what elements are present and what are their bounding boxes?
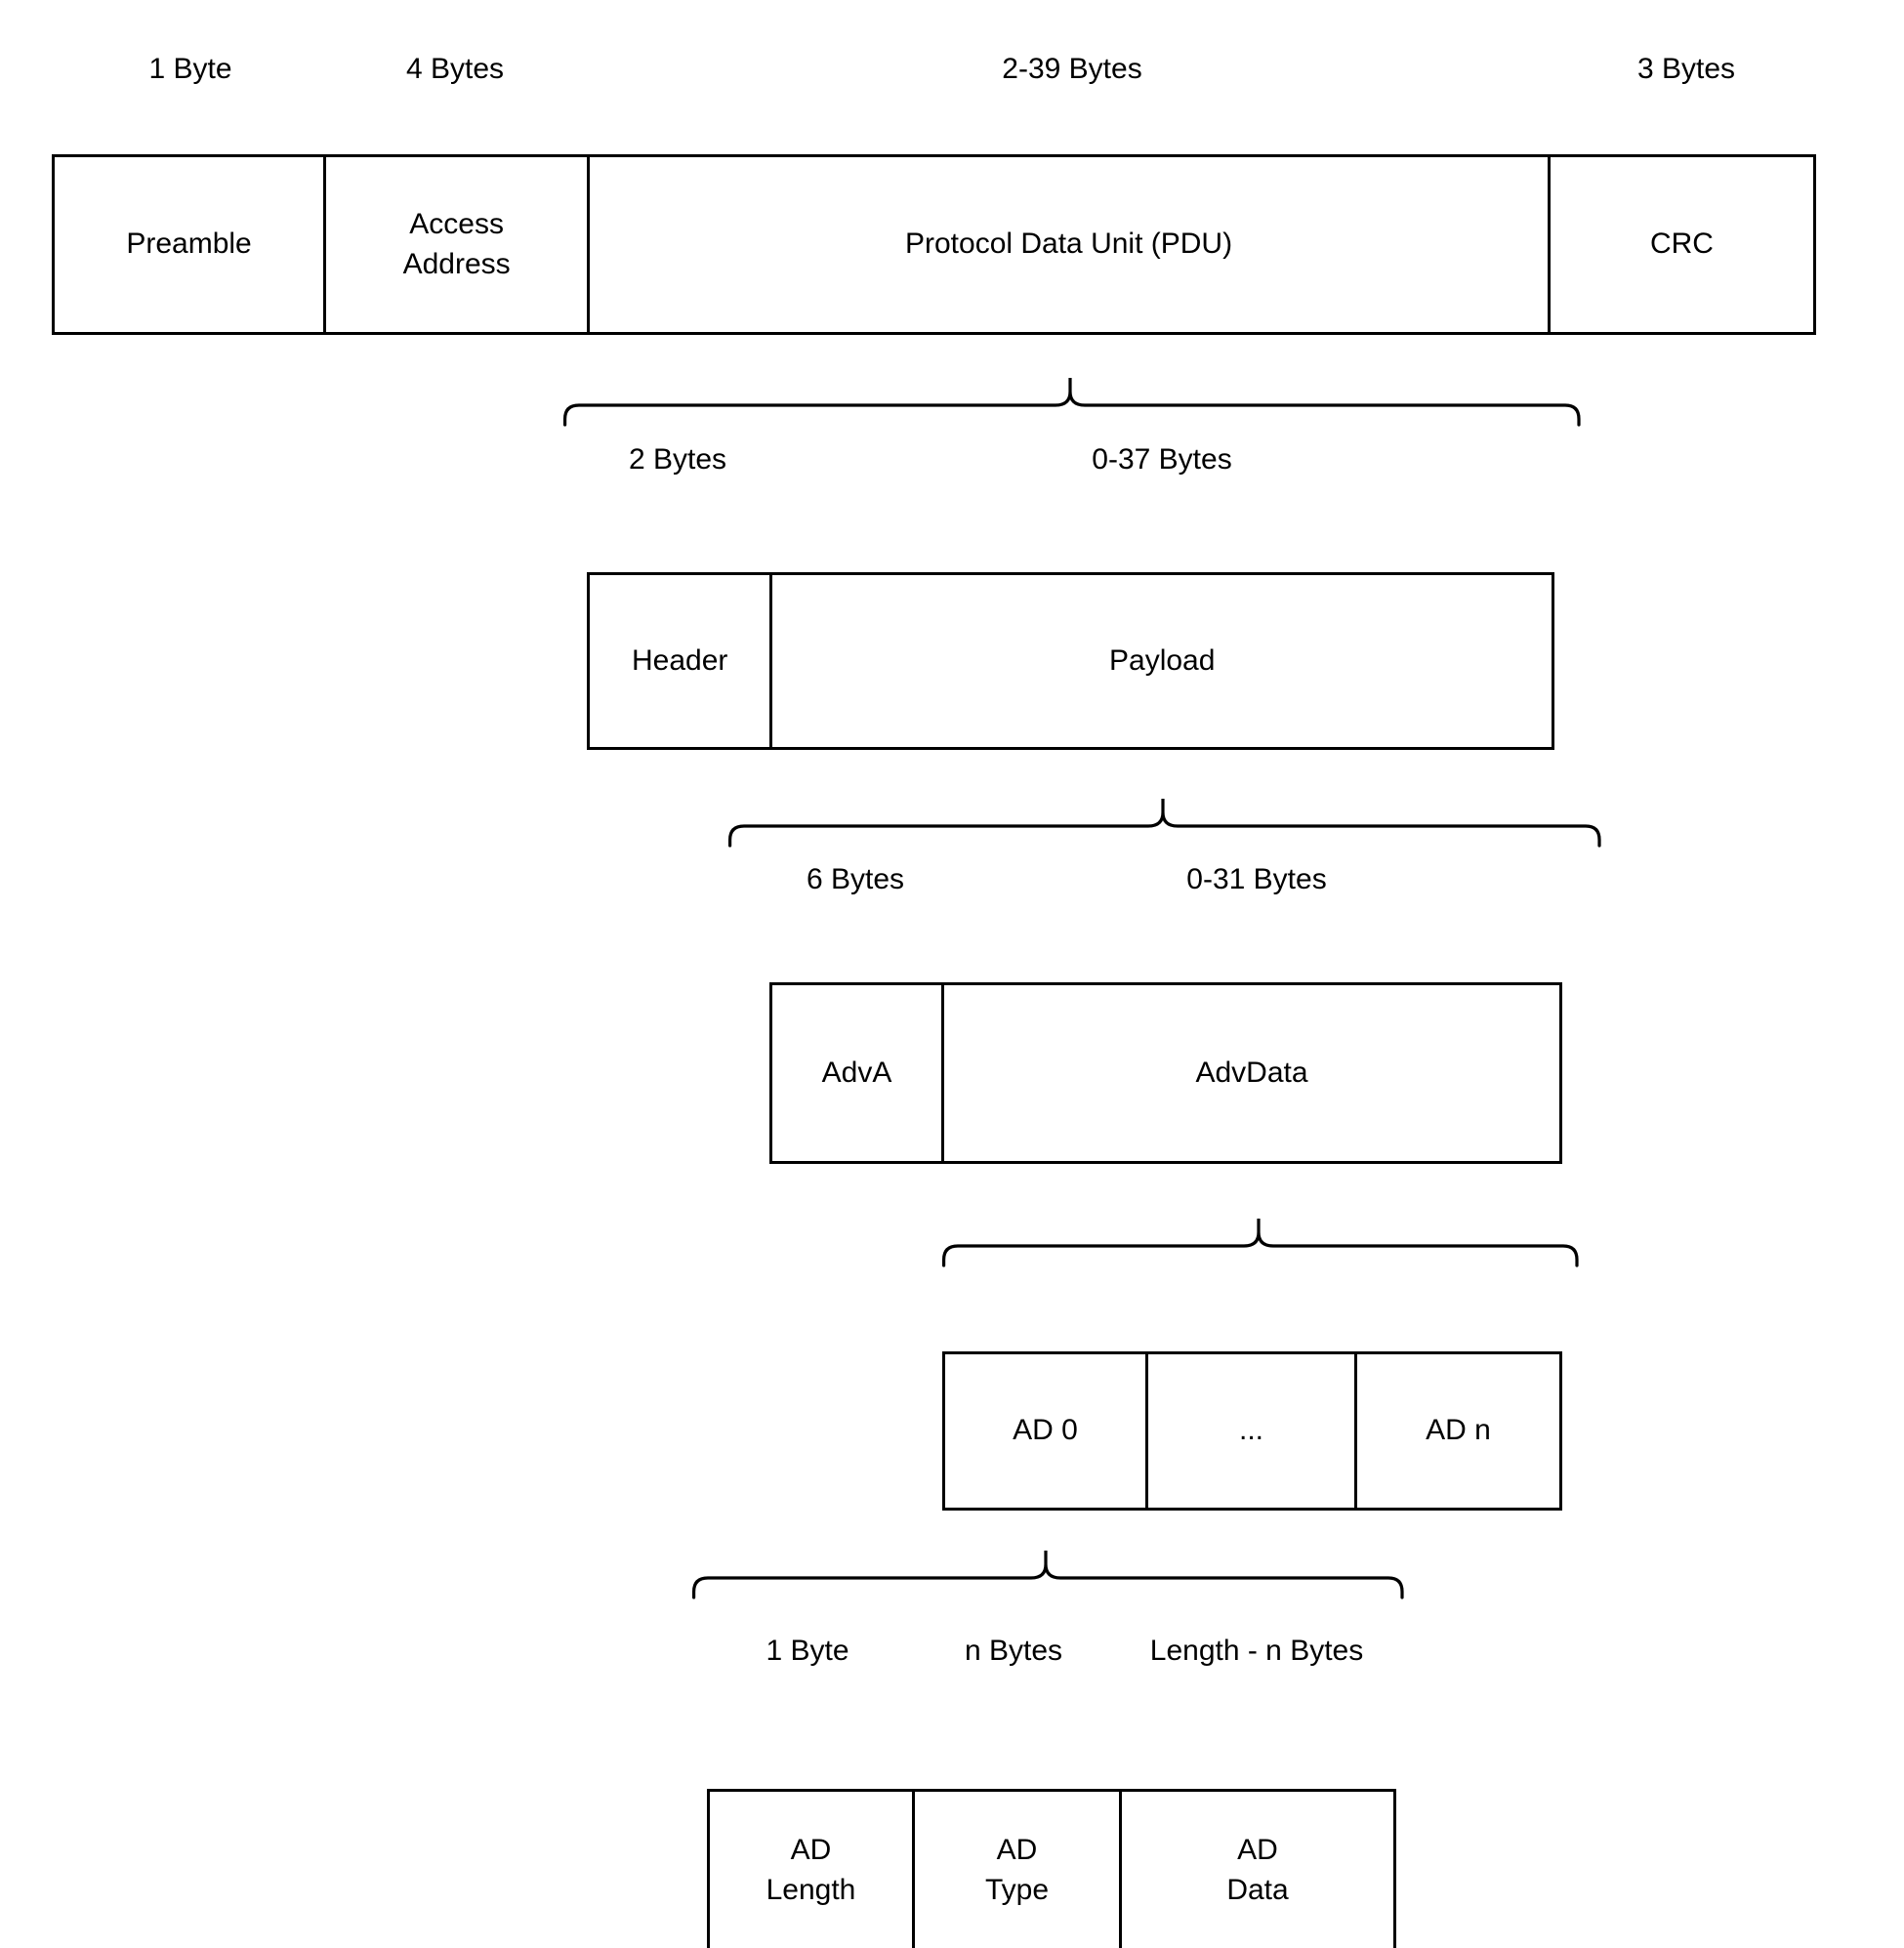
field-ad-0: AD 0 <box>945 1354 1148 1508</box>
field-ad-n: AD n <box>1357 1354 1559 1508</box>
size-label-ad-data: Length - n Bytes <box>1149 1635 1364 1667</box>
link-layer-packet-row: Preamble Access Address Protocol Data Un… <box>52 154 1816 335</box>
size-label-preamble: 1 Byte <box>148 53 232 85</box>
payload-row: AdvA AdvData <box>769 982 1562 1164</box>
size-label-crc: 3 Bytes <box>1636 53 1736 85</box>
pdu-row: Header Payload <box>587 572 1554 750</box>
field-access-address: Access Address <box>326 157 591 332</box>
size-label-ad-type: n Bytes <box>964 1635 1063 1667</box>
advdata-row: AD 0 ... AD n <box>942 1351 1562 1511</box>
size-label-header: 2 Bytes <box>628 443 727 476</box>
size-label-access-address: 4 Bytes <box>405 53 505 85</box>
size-label-pdu: 2-39 Bytes <box>1002 53 1142 85</box>
field-payload: Payload <box>772 575 1552 747</box>
size-label-ad-length: 1 Byte <box>766 1635 849 1667</box>
brace-advdata-to-ad-structures <box>942 1217 1581 1267</box>
brace-payload-to-adva-advdata <box>728 797 1603 848</box>
ad-structure-row: AD Length AD Type AD Data <box>707 1789 1396 1948</box>
field-advdata: AdvData <box>944 985 1559 1161</box>
field-adva: AdvA <box>772 985 944 1161</box>
field-ad-ellipsis: ... <box>1148 1354 1357 1508</box>
field-header: Header <box>590 575 773 747</box>
size-label-adva: 6 Bytes <box>806 863 905 895</box>
size-label-advdata: 0-31 Bytes <box>1186 863 1327 895</box>
field-ad-data: AD Data <box>1122 1792 1393 1948</box>
brace-ad-to-ad-fields <box>692 1549 1406 1599</box>
brace-pdu-to-header-payload <box>563 376 1583 427</box>
field-ad-length: AD Length <box>710 1792 915 1948</box>
field-preamble: Preamble <box>55 157 327 332</box>
field-pdu: Protocol Data Unit (PDU) <box>590 157 1551 332</box>
field-ad-type: AD Type <box>915 1792 1122 1948</box>
field-crc: CRC <box>1550 157 1813 332</box>
size-label-payload: 0-37 Bytes <box>1092 443 1232 476</box>
